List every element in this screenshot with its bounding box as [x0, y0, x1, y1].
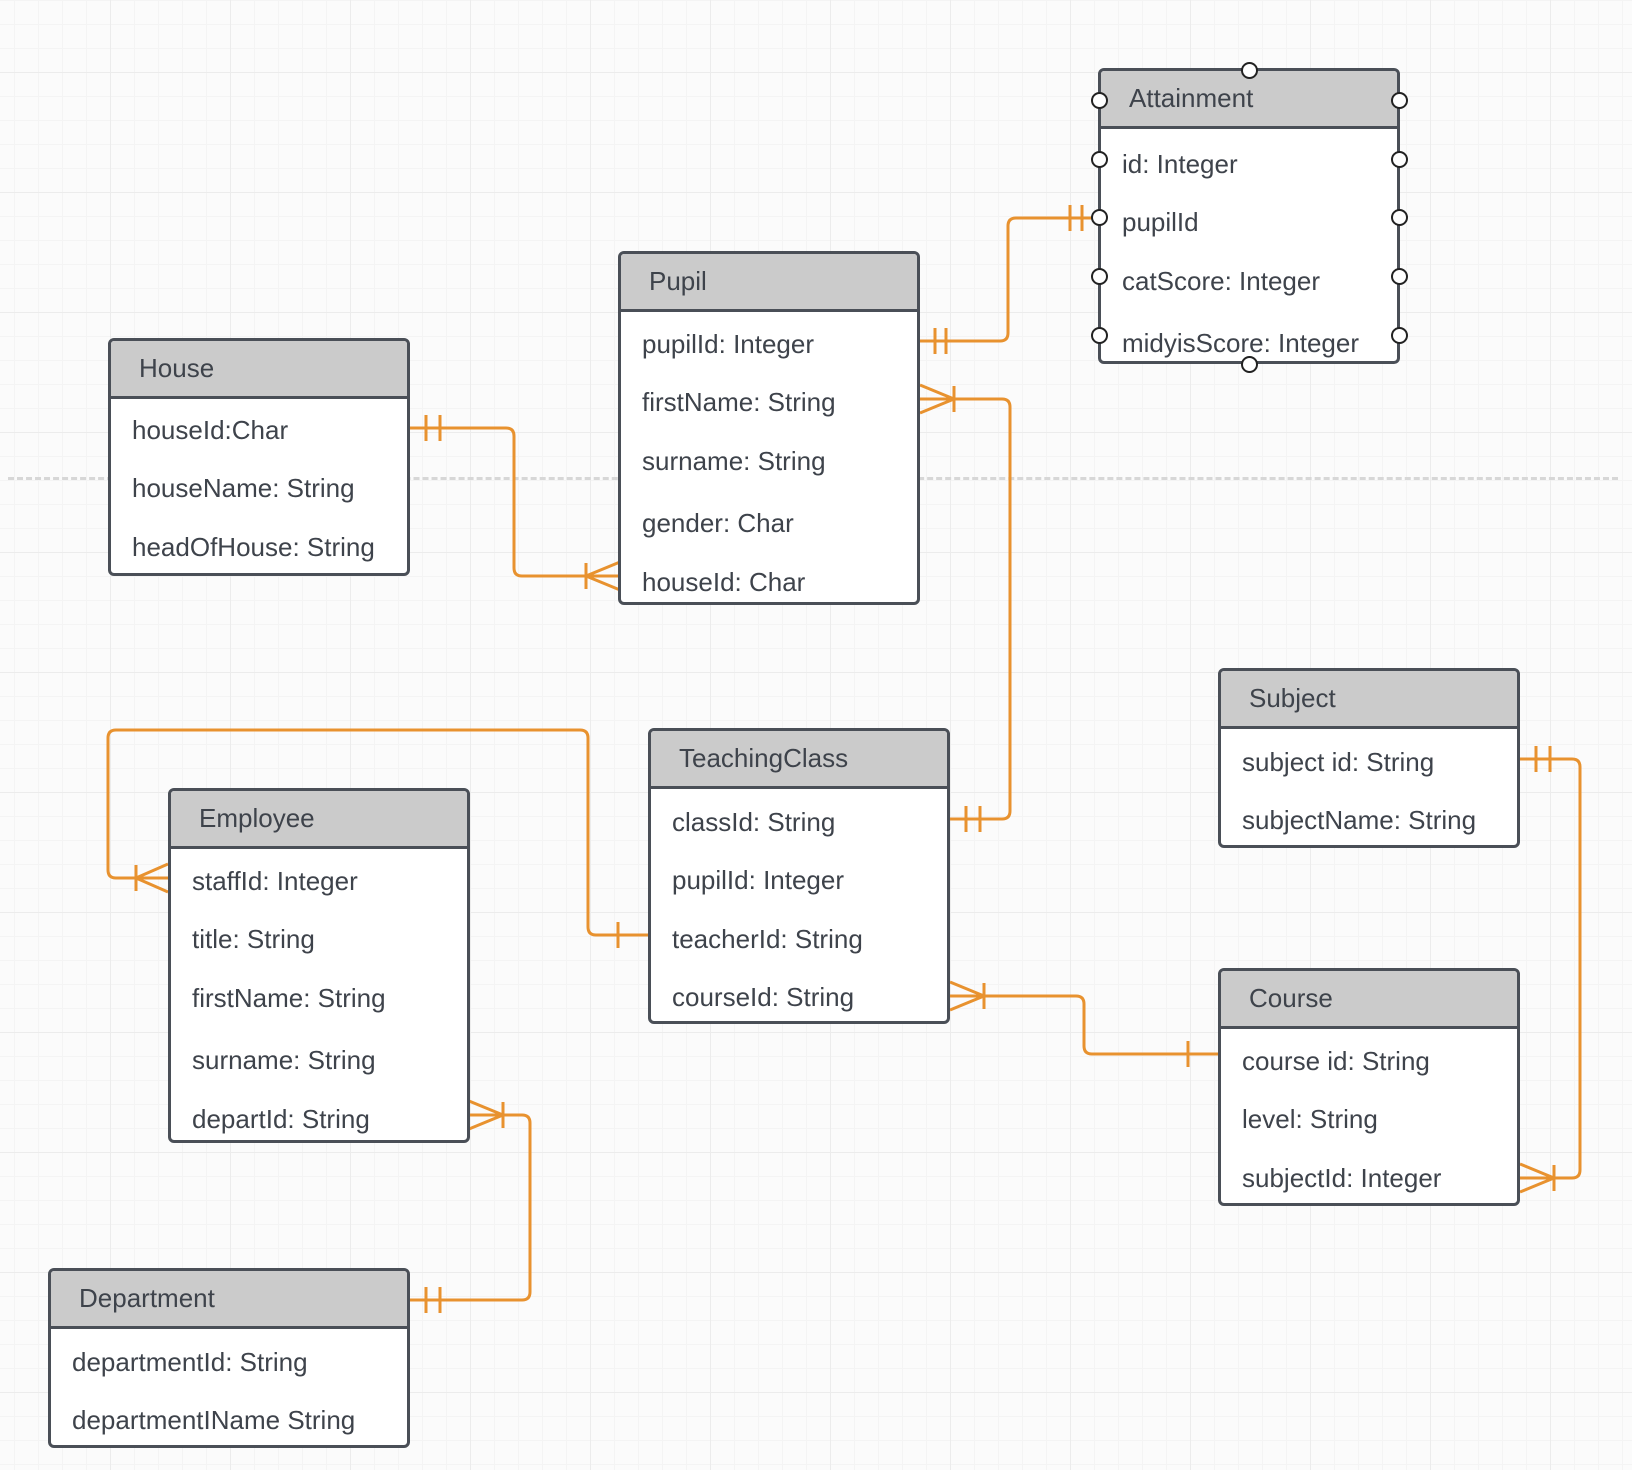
entity-house-title: House: [139, 353, 215, 383]
field-pupil-gender[interactable]: gender: Char: [642, 508, 794, 538]
field-department-departmentid[interactable]: departmentId: String: [72, 1347, 308, 1377]
field-subject-subjectname[interactable]: subjectName: String: [1242, 805, 1477, 835]
field-employee-firstname[interactable]: firstName: String: [192, 983, 386, 1013]
entity-attainment-title: Attainment: [1129, 83, 1254, 113]
field-employee-title[interactable]: title: String: [192, 924, 315, 954]
field-attainment-id[interactable]: id: Integer: [1122, 149, 1238, 179]
crowsfoot-one-one-attainment-side: [1068, 205, 1084, 231]
field-house-houseid[interactable]: houseId:Char: [132, 415, 289, 445]
field-pupil-pupilid[interactable]: pupilId: Integer: [642, 329, 815, 359]
connect-handle-attainment-left-header[interactable]: [1091, 92, 1108, 109]
entity-employee-title: Employee: [199, 803, 315, 833]
crowsfoot-one-one-department-side: [424, 1287, 442, 1313]
crowsfoot-one-one-teachingclass-side: [964, 806, 982, 832]
field-employee-surname[interactable]: surname: String: [192, 1045, 376, 1075]
entity-employee-header[interactable]: Employee: [171, 791, 467, 849]
entity-department-title: Department: [79, 1283, 215, 1313]
entity-subject[interactable]: Subject subject id: String subjectName: …: [1218, 668, 1520, 848]
connector-pupil-attainment[interactable]: [920, 216, 1100, 343]
entity-pupil-header[interactable]: Pupil: [621, 254, 917, 312]
entity-pupil[interactable]: Pupil pupilId: Integer firstName: String…: [618, 251, 920, 605]
crowsfoot-many-employee-departid-side: [468, 1099, 505, 1131]
entity-house-header[interactable]: House: [111, 341, 407, 399]
resize-handle-attainment-bottom[interactable]: [1241, 356, 1258, 373]
field-teachingclass-courseid[interactable]: courseId: String: [672, 982, 855, 1012]
field-house-housename[interactable]: houseName: String: [132, 473, 355, 503]
field-course-courseid[interactable]: course id: String: [1242, 1046, 1430, 1076]
field-course-subjectid[interactable]: subjectId: Integer: [1242, 1163, 1442, 1193]
field-teachingclass-pupilid[interactable]: pupilId: Integer: [672, 865, 845, 895]
field-house-headofhouse[interactable]: headOfHouse: String: [132, 532, 375, 562]
entity-teachingclass[interactable]: TeachingClass classId: String pupilId: I…: [648, 728, 950, 1024]
connect-handle-attainment-left-midyis[interactable]: [1091, 327, 1108, 344]
crowsfoot-many-course-side: [1519, 1162, 1556, 1194]
crowsfoot-many-pupil-firstname-side: [919, 383, 956, 415]
connector-course-teachingclass[interactable]: [950, 994, 1219, 1056]
field-subject-subjectid[interactable]: subject id: String: [1242, 747, 1435, 777]
entity-course-title: Course: [1249, 983, 1333, 1013]
connect-handle-attainment-right-midyis[interactable]: [1391, 327, 1408, 344]
connect-handle-attainment-left-catscore[interactable]: [1091, 268, 1108, 285]
field-department-departmentname[interactable]: departmentIName String: [72, 1405, 356, 1435]
field-attainment-pupilid[interactable]: pupilId: [1122, 207, 1199, 237]
entity-employee[interactable]: Employee staffId: Integer title: String …: [168, 788, 470, 1143]
connector-subject-course[interactable]: [1520, 757, 1582, 1180]
crowsfoot-one-one-house-side: [424, 415, 442, 441]
crowsfoot-one-one-pupil-side: [933, 328, 948, 354]
entity-house[interactable]: House houseId:Char houseName: String hea…: [108, 338, 410, 576]
field-attainment-midyisscore[interactable]: midyisScore: Integer: [1122, 328, 1359, 358]
field-attainment-catscore[interactable]: catScore: Integer: [1122, 266, 1320, 296]
crowsfoot-many-pupil-side: [584, 560, 621, 592]
entity-subject-header[interactable]: Subject: [1221, 671, 1517, 729]
entity-course[interactable]: Course course id: String level: String s…: [1218, 968, 1520, 1206]
resize-handle-attainment-top[interactable]: [1241, 62, 1258, 79]
crowsfoot-many-teachingclass-side: [949, 980, 986, 1012]
connector-house-pupil[interactable]: [409, 426, 620, 578]
field-course-level[interactable]: level: String: [1242, 1104, 1378, 1134]
connect-handle-attainment-left-id[interactable]: [1091, 151, 1108, 168]
entity-teachingclass-title: TeachingClass: [679, 743, 849, 773]
entity-pupil-title: Pupil: [649, 266, 707, 296]
connect-handle-attainment-left-pupilid[interactable]: [1091, 209, 1108, 226]
field-pupil-firstname[interactable]: firstName: String: [642, 387, 836, 417]
field-pupil-houseid[interactable]: houseId: Char: [642, 567, 806, 597]
crowsfoot-one-one-subject-side: [1534, 746, 1552, 772]
field-teachingclass-classid[interactable]: classId: String: [672, 807, 836, 837]
crowsfoot-many-employee-side: [134, 862, 169, 894]
field-employee-departid[interactable]: departId: String: [192, 1104, 370, 1134]
entity-course-header[interactable]: Course: [1221, 971, 1517, 1029]
connect-handle-attainment-right-header[interactable]: [1391, 92, 1408, 109]
entity-attainment[interactable]: Attainment id: Integer pupilId catScore:…: [1098, 68, 1400, 364]
entity-teachingclass-header[interactable]: TeachingClass: [651, 731, 947, 789]
entity-subject-title: Subject: [1249, 683, 1336, 713]
entity-attainment-header[interactable]: Attainment: [1101, 71, 1397, 129]
connect-handle-attainment-right-catscore[interactable]: [1391, 268, 1408, 285]
entity-department[interactable]: Department departmentId: String departme…: [48, 1268, 410, 1448]
field-pupil-surname[interactable]: surname: String: [642, 446, 826, 476]
entity-department-header[interactable]: Department: [51, 1271, 407, 1329]
field-employee-staffid[interactable]: staffId: Integer: [192, 866, 358, 896]
connect-handle-attainment-right-id[interactable]: [1391, 151, 1408, 168]
connect-handle-attainment-right-pupilid[interactable]: [1391, 209, 1408, 226]
field-teachingclass-teacherid[interactable]: teacherId: String: [672, 924, 863, 954]
